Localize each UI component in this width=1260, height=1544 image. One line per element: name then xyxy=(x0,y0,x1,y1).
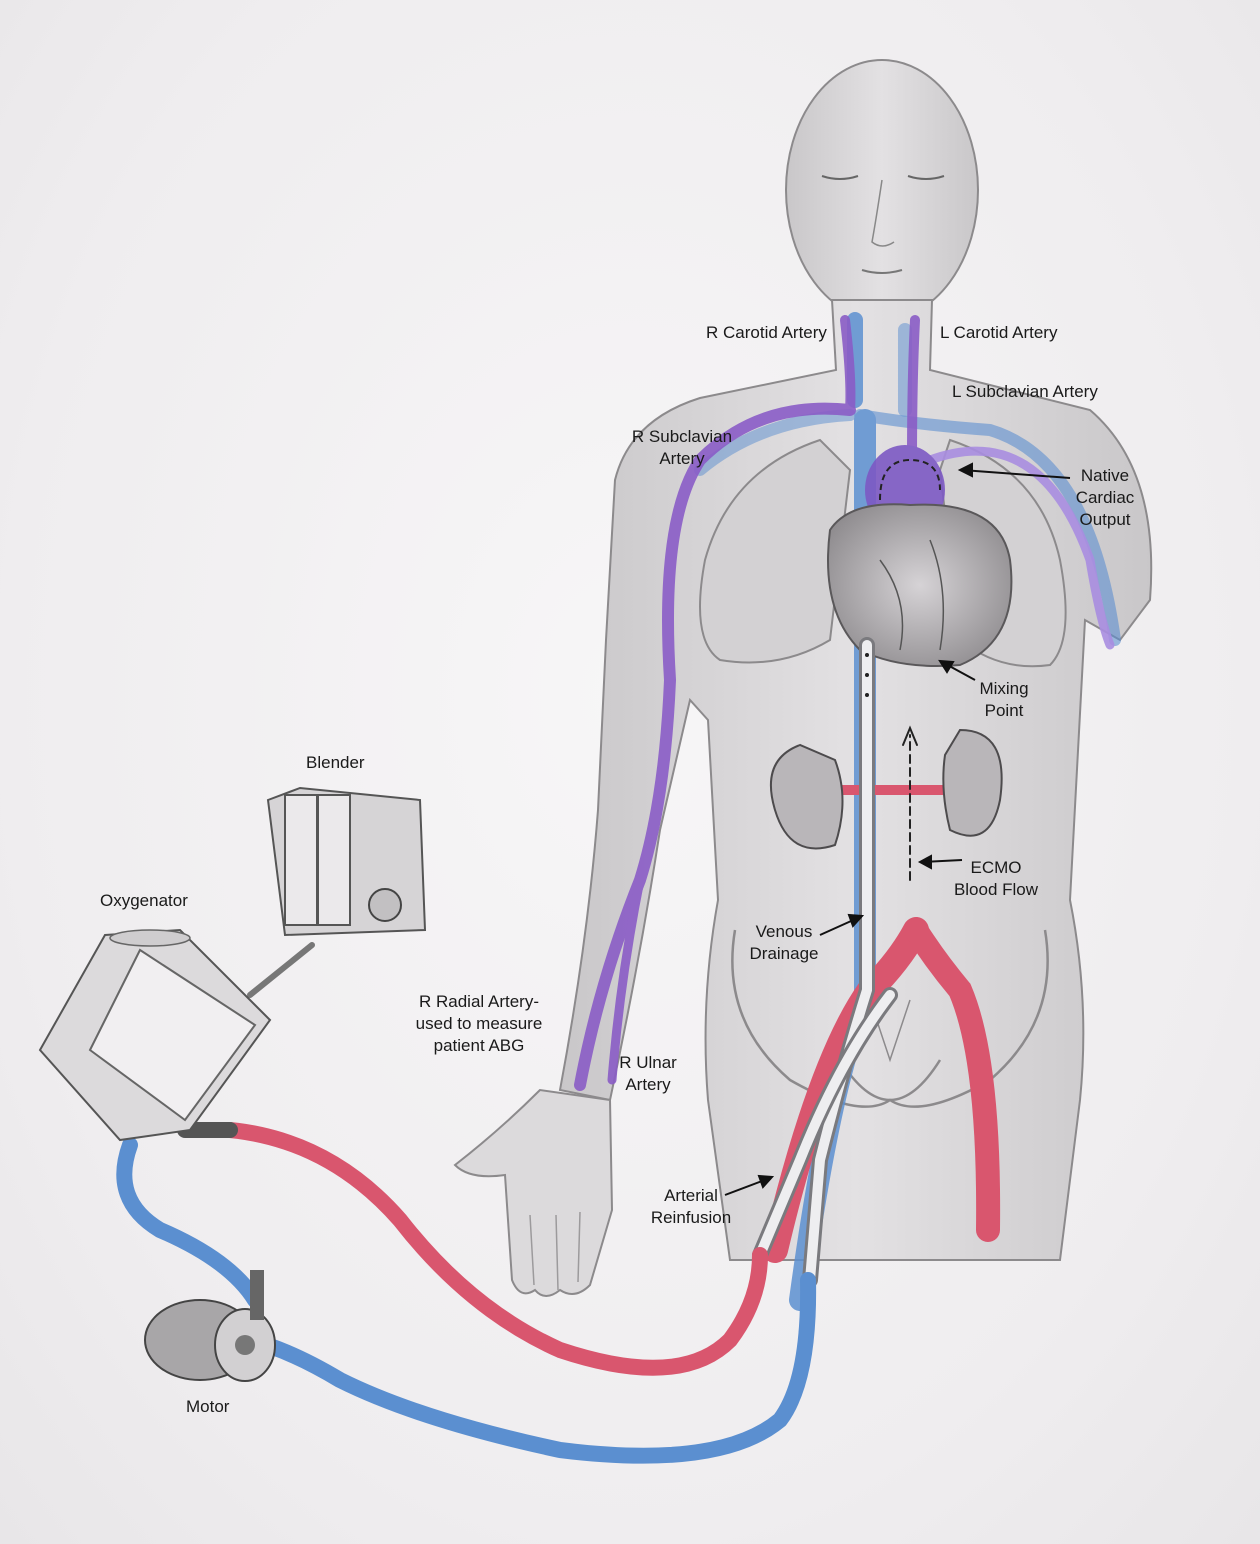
head xyxy=(786,60,978,320)
label-l-carotid-artery: L Carotid Artery xyxy=(940,322,1057,344)
label-blender: Blender xyxy=(306,752,365,774)
blue-drain-line xyxy=(250,1280,808,1456)
label-l-subclavian-artery: L Subclavian Artery xyxy=(952,381,1098,403)
label-r-radial-artery: R Radial Artery- used to measure patient… xyxy=(404,991,554,1057)
label-motor: Motor xyxy=(186,1396,229,1418)
label-r-ulnar-artery: R Ulnar Artery xyxy=(610,1052,686,1096)
label-venous-drainage: Venous Drainage xyxy=(740,921,828,965)
label-mixing-point: Mixing Point xyxy=(972,678,1036,722)
blender-device xyxy=(250,788,425,995)
label-ecmo-blood-flow: ECMO Blood Flow xyxy=(944,857,1048,901)
label-native-cardiac-output: Native Cardiac Output xyxy=(1066,465,1144,531)
label-oxygenator: Oxygenator xyxy=(100,890,188,912)
blue-oxy-line xyxy=(124,1145,255,1300)
label-arterial-reinfusion: Arterial Reinfusion xyxy=(644,1185,738,1229)
label-r-carotid-artery: R Carotid Artery xyxy=(706,322,827,344)
oxygenator-device xyxy=(40,930,270,1140)
label-r-subclavian-artery: R Subclavian Artery xyxy=(620,426,744,470)
motor-device xyxy=(145,1270,275,1381)
